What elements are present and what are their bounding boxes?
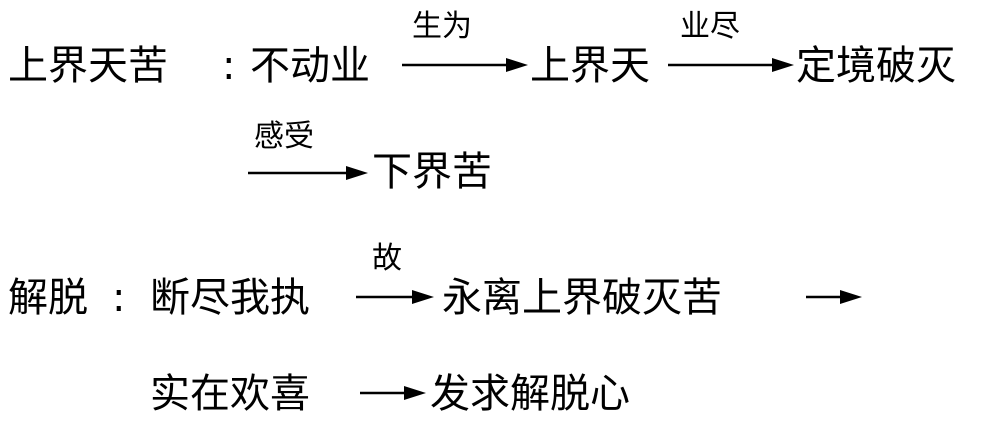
arrow-6 — [360, 386, 426, 400]
arrow-label-born-as: 生为 — [412, 9, 472, 44]
arrow-label-therefore: 故 — [372, 241, 402, 276]
node-forever-free-from-destruction: 永离上界破灭苦 — [442, 275, 722, 321]
arrow-label-karma-exhausted: 业尽 — [680, 9, 740, 44]
node-lower-realm-suffering: 下界苦 — [372, 149, 492, 195]
term-liberation: 解脱 — [8, 275, 88, 321]
arrow-1 — [402, 58, 528, 72]
node-true-joy: 实在欢喜 — [150, 371, 310, 417]
arrow-5 — [806, 290, 862, 304]
arrow-2 — [668, 58, 794, 72]
colon: : — [112, 275, 126, 321]
colon: : — [222, 43, 236, 89]
term-upper-realm-suffering: 上界天苦 — [8, 43, 168, 89]
node-aspire-liberation: 发求解脱心 — [430, 371, 630, 417]
arrow-label-experience: 感受 — [254, 119, 314, 154]
node-samadhi-destroyed: 定境破灭 — [796, 43, 956, 89]
node-unmoving-karma: 不动业 — [250, 43, 370, 89]
node-upper-realm-heaven: 上界天 — [530, 43, 650, 89]
arrow-3 — [248, 166, 368, 180]
arrow-4 — [356, 290, 434, 304]
node-cut-off-self-attachment: 断尽我执 — [150, 275, 310, 321]
